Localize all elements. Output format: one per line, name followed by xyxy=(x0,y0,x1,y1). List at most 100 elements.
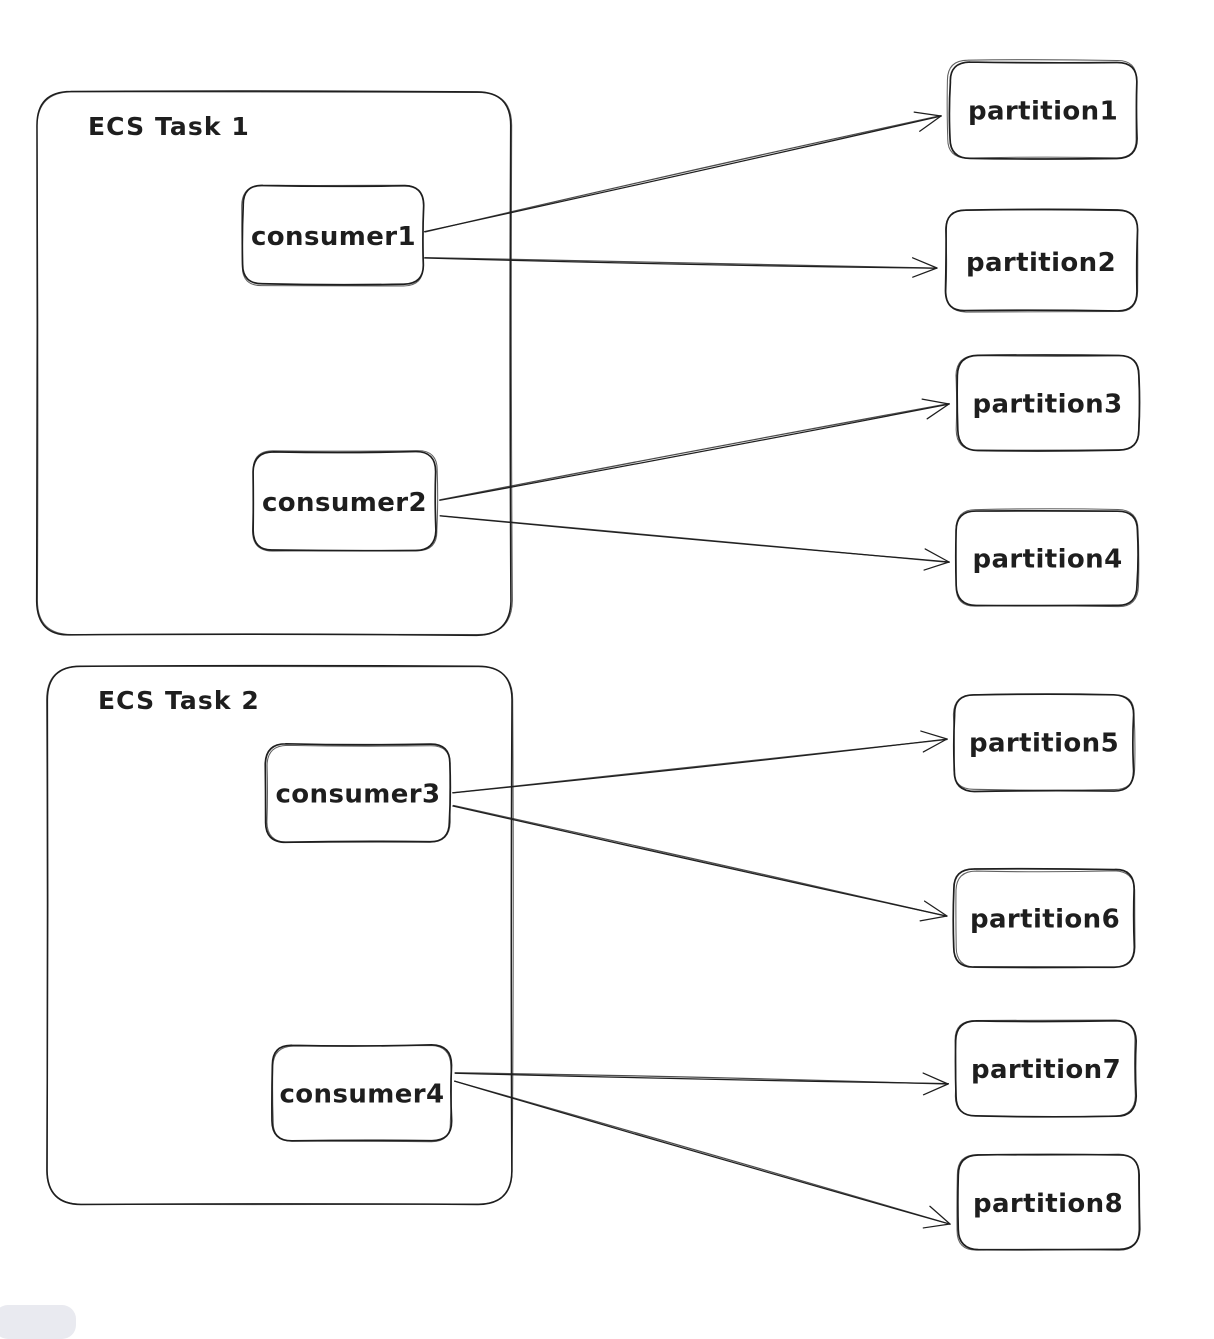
group-ecs-task-1[interactable] xyxy=(35,90,513,637)
node-outline xyxy=(948,61,1138,160)
node-label-partition7: partition7 xyxy=(971,1055,1121,1085)
arrowhead-upper xyxy=(923,561,950,571)
labels-layer: ECS Task 1 ECS Task 2 consumer1 consumer2 co… xyxy=(88,97,1123,1220)
partition-node-partition1[interactable] xyxy=(946,59,1138,160)
node-outline xyxy=(252,450,439,552)
edge-stroke-secondary xyxy=(439,515,950,564)
node-outline xyxy=(944,208,1139,312)
node-label-consumer4: consumer4 xyxy=(279,1080,444,1110)
edge-stroke-secondary xyxy=(424,115,942,233)
consumer-node-consumer2[interactable] xyxy=(252,450,439,552)
partition-node-partition6[interactable] xyxy=(952,867,1136,969)
arrowhead-upper xyxy=(912,267,938,278)
edge-consumer4-partition8[interactable] xyxy=(454,1080,951,1229)
node-label-consumer3: consumer3 xyxy=(275,780,440,810)
arrowhead-lower xyxy=(924,548,950,563)
node-label-partition4: partition4 xyxy=(972,545,1122,575)
arrowhead-lower xyxy=(911,257,938,269)
arrowhead-lower xyxy=(922,1072,949,1085)
partition-node-partition3[interactable] xyxy=(955,354,1141,452)
node-background xyxy=(954,693,1134,791)
partition-node-partition7[interactable] xyxy=(954,1019,1138,1118)
node-label-partition8: partition8 xyxy=(973,1189,1123,1219)
node-outline xyxy=(957,1153,1141,1251)
node-label-partition5: partition5 xyxy=(969,729,1119,759)
node-background xyxy=(944,210,1138,312)
node-label-partition3: partition3 xyxy=(972,390,1122,420)
arrowhead-upper xyxy=(922,1083,949,1096)
edge-consumer3-partition5[interactable] xyxy=(452,730,948,794)
arrowhead-upper xyxy=(919,115,942,132)
edge-stroke-secondary xyxy=(439,403,950,501)
arrowhead-lower xyxy=(929,1205,951,1225)
arrowhead-upper xyxy=(926,403,950,420)
edge-stroke-secondary xyxy=(454,1080,951,1225)
group-background xyxy=(38,91,513,635)
node-outline xyxy=(955,870,1136,969)
edge-consumer1-partition2[interactable] xyxy=(424,256,938,278)
arrowhead-lower xyxy=(923,900,948,917)
arrowhead-upper xyxy=(922,1223,951,1229)
partition-node-partition5[interactable] xyxy=(952,693,1136,793)
node-background xyxy=(956,1020,1137,1117)
edge-stroke xyxy=(439,403,950,501)
node-label-partition2: partition2 xyxy=(966,248,1116,278)
group-outline xyxy=(46,665,514,1206)
arrowhead-lower xyxy=(920,730,948,740)
node-outline xyxy=(945,209,1139,313)
node-outline xyxy=(271,1043,453,1142)
node-label-partition1: partition1 xyxy=(968,97,1118,127)
arrowhead-lower xyxy=(921,398,950,405)
partition-node-partition8[interactable] xyxy=(956,1153,1141,1251)
arrowhead-lower xyxy=(913,111,942,117)
node-outline xyxy=(956,1153,1140,1251)
node-background xyxy=(956,509,1139,607)
group-outline xyxy=(36,91,513,635)
edge-stroke-secondary xyxy=(452,738,948,794)
group-outline xyxy=(35,90,512,637)
node-background xyxy=(271,1044,453,1142)
node-background xyxy=(242,185,424,286)
node-outline xyxy=(266,744,451,843)
node-outline xyxy=(241,184,425,286)
node-outline xyxy=(241,184,425,287)
bottom-left-corner-chip xyxy=(0,1305,76,1339)
node-outline xyxy=(954,1019,1136,1118)
node-outline xyxy=(946,59,1138,159)
node-outline xyxy=(272,1045,452,1143)
group-label-ecs-task-1: ECS Task 1 xyxy=(88,112,250,141)
edge-consumer2-partition3[interactable] xyxy=(439,398,950,501)
partition-node-partition4[interactable] xyxy=(954,508,1140,608)
node-label-consumer1: consumer1 xyxy=(251,222,416,252)
node-background xyxy=(957,1154,1139,1250)
node-background xyxy=(265,744,451,841)
edge-consumer2-partition4[interactable] xyxy=(439,515,950,571)
edge-consumer4-partition7[interactable] xyxy=(454,1072,950,1096)
edge-stroke-secondary xyxy=(454,1072,949,1085)
assignment-edges-layer xyxy=(424,111,951,1229)
nodes-layer xyxy=(241,59,1141,1251)
edge-stroke xyxy=(424,257,938,269)
consumer-node-consumer3[interactable] xyxy=(264,742,452,844)
node-background xyxy=(948,60,1137,159)
consumer-node-consumer1[interactable] xyxy=(241,184,425,287)
node-background xyxy=(954,869,1136,966)
node-label-partition6: partition6 xyxy=(970,905,1120,935)
edge-consumer3-partition6[interactable] xyxy=(452,804,948,922)
arrowhead-upper xyxy=(922,738,948,753)
edge-stroke-secondary xyxy=(424,256,938,269)
node-label-consumer2: consumer2 xyxy=(262,488,427,518)
group-label-ecs-task-2: ECS Task 2 xyxy=(98,686,260,715)
edge-stroke xyxy=(454,1080,951,1225)
node-background xyxy=(252,451,437,552)
node-outline xyxy=(955,508,1140,608)
node-background xyxy=(957,354,1138,452)
consumer-node-consumer4[interactable] xyxy=(271,1043,453,1143)
node-outline xyxy=(955,354,1140,451)
partition-node-partition2[interactable] xyxy=(944,208,1139,313)
edge-stroke-secondary xyxy=(452,804,948,917)
edge-consumer1-partition1[interactable] xyxy=(424,111,942,233)
node-outline xyxy=(952,693,1136,791)
